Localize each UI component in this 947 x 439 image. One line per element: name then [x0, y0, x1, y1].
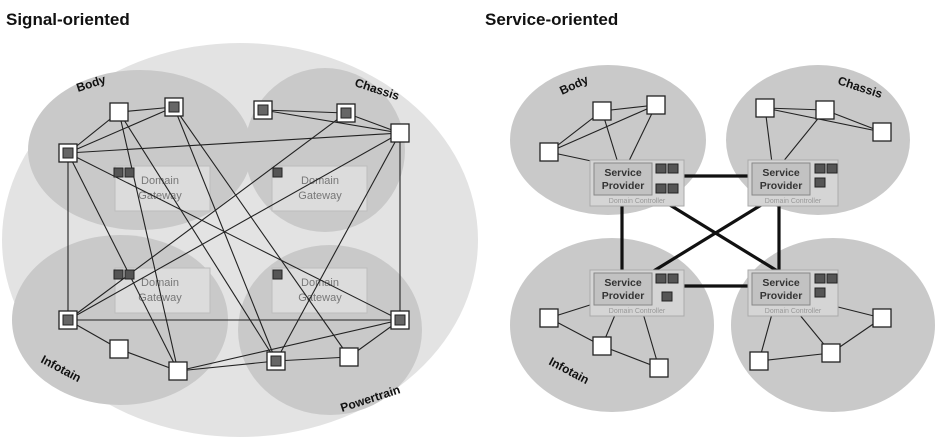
service-provider-line1: Service	[604, 277, 642, 289]
chassis-gateway-label-line2: Gateway	[298, 190, 342, 202]
ecu-node	[109, 102, 129, 122]
infotain-gateway-port	[113, 269, 124, 280]
controller-port	[814, 177, 826, 188]
controller-port	[826, 163, 838, 174]
powertrain-gateway-label-line1: Domain	[301, 277, 339, 289]
ecu-node-with-port	[58, 143, 78, 163]
ecu-node	[592, 101, 612, 121]
ecu-node	[815, 100, 835, 120]
ecu-node	[872, 122, 892, 142]
service-provider-box	[751, 272, 811, 306]
ecu-node	[749, 351, 769, 371]
ecu-node	[539, 308, 559, 328]
domain-controller-label: Domain Controller	[765, 308, 822, 315]
ecu-node	[390, 123, 410, 143]
chassis-domain-controller: Service Provider Domain Controller	[747, 159, 839, 207]
domain-controller-label: Domain Controller	[609, 308, 666, 315]
signal-oriented-title: Signal-oriented	[6, 10, 130, 29]
controller-port	[667, 183, 679, 194]
ecu-node	[821, 343, 841, 363]
chassis-gateway-port	[272, 167, 283, 178]
service-powertrain-ellipse	[731, 238, 935, 412]
powertrain-domain-controller: Service Provider Domain Controller	[747, 269, 839, 317]
ecu-node	[872, 308, 892, 328]
ecu-node	[646, 95, 666, 115]
service-ecu-nodes	[539, 95, 892, 378]
service-provider-line2: Provider	[602, 180, 645, 192]
service-provider-box	[593, 272, 653, 306]
service-provider-line2: Provider	[760, 290, 803, 302]
ecu-node	[755, 98, 775, 118]
controller-port	[814, 287, 826, 298]
ecu-node-with-port	[390, 310, 410, 330]
body-gateway-port	[124, 167, 135, 178]
domain-controller-label: Domain Controller	[609, 198, 666, 205]
signal-oriented-diagram: Domain Gateway Domain Gateway Domain Gat…	[2, 43, 478, 437]
body-domain-controller: Service Provider Domain Controller	[589, 159, 685, 207]
ecu-node	[168, 361, 188, 381]
powertrain-gateway-box	[271, 267, 368, 314]
ecu-node-with-port	[336, 103, 356, 123]
powertrain-gateway: Domain Gateway	[271, 267, 368, 314]
ecu-node-with-port	[266, 351, 286, 371]
service-oriented-diagram: Service Provider Domain Controller Servi…	[510, 65, 935, 412]
service-backbone-links	[620, 174, 781, 288]
service-oriented-title: Service-oriented	[485, 10, 619, 29]
powertrain-gateway-port	[272, 269, 283, 280]
backbone-link-chassis-infotain	[651, 192, 780, 274]
ecu-node	[109, 339, 129, 359]
ecu-node	[649, 358, 669, 378]
signal-connection-lines	[67, 106, 401, 372]
controller-port	[655, 273, 667, 284]
signal-ecu-nodes	[58, 97, 410, 381]
chassis-gateway-box	[271, 165, 368, 212]
service-provider-line2: Provider	[760, 180, 803, 192]
service-provider-box	[751, 162, 811, 196]
controller-port	[655, 183, 667, 194]
domain-controller-label: Domain Controller	[765, 198, 822, 205]
service-provider-box	[593, 162, 653, 196]
infotain-gateway-port	[124, 269, 135, 280]
service-provider-line1: Service	[604, 167, 642, 179]
body-gateway-label-line1: Domain	[141, 175, 179, 187]
infotain-domain-controller: Service Provider Domain Controller	[589, 269, 685, 317]
ecu-node-with-port	[164, 97, 184, 117]
controller-port	[826, 273, 838, 284]
controller-port	[667, 273, 679, 284]
body-gateway-port	[113, 167, 124, 178]
chassis-gateway: Domain Gateway	[271, 165, 368, 212]
controller-port	[667, 163, 679, 174]
ecu-node	[592, 336, 612, 356]
ecu-node	[339, 347, 359, 367]
body-gateway-label-line2: Gateway	[138, 190, 182, 202]
service-provider-line1: Service	[762, 167, 800, 179]
service-provider-line2: Provider	[602, 290, 645, 302]
infotain-gateway-label-line2: Gateway	[138, 292, 182, 304]
controller-port	[814, 163, 826, 174]
controller-port	[661, 291, 673, 302]
controller-port	[655, 163, 667, 174]
infotain-gateway-label-line1: Domain	[141, 277, 179, 289]
ecu-node-with-port	[58, 310, 78, 330]
signal-gateway-ports	[113, 167, 283, 280]
ecu-node-with-port	[253, 100, 273, 120]
controller-port	[814, 273, 826, 284]
service-provider-line1: Service	[762, 277, 800, 289]
ecu-node	[539, 142, 559, 162]
